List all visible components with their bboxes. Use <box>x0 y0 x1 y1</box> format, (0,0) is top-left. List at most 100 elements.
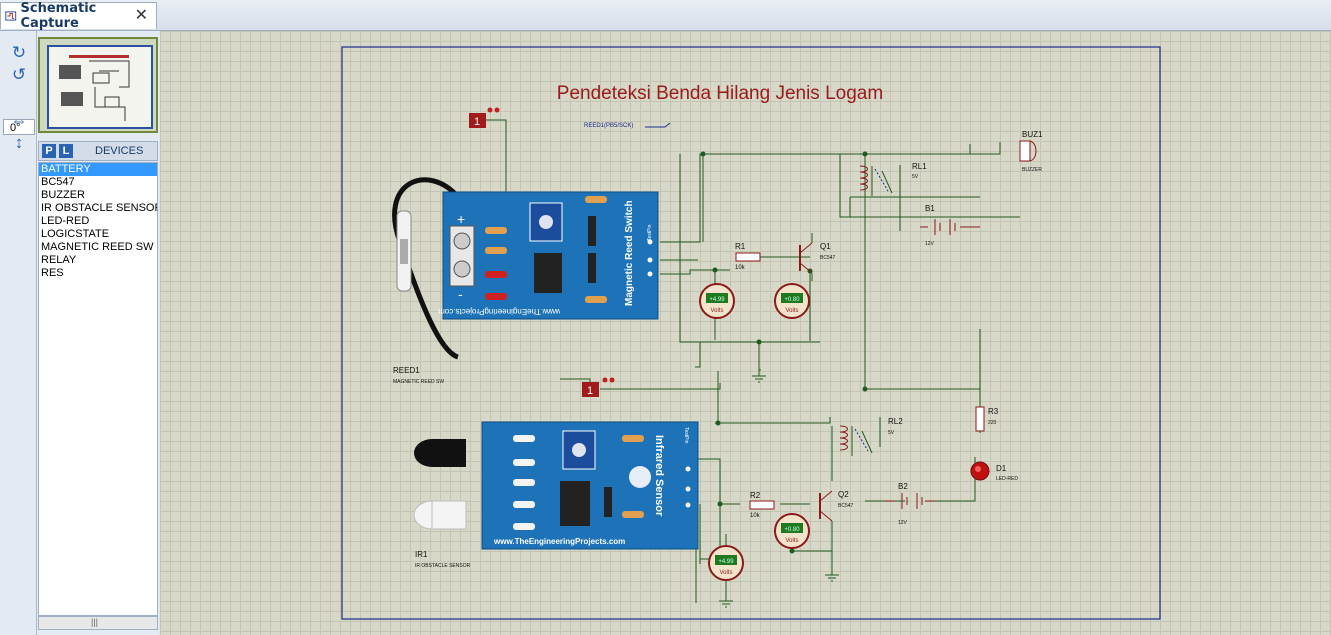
flip-vertical-icon[interactable]: ↕ <box>14 133 24 152</box>
relay-rl1[interactable] <box>859 165 901 196</box>
rotate-clockwise-icon[interactable]: ↻ <box>11 43 27 62</box>
devices-header: P L DEVICES <box>38 141 158 161</box>
ground-symbols <box>719 370 839 608</box>
wires <box>500 119 1020 603</box>
device-item[interactable]: LED-RED <box>41 215 90 227</box>
ir-type: IR OBSTACLE SENSOR <box>415 563 471 569</box>
terminal-label: REED1(PB5/SCK) <box>584 123 633 129</box>
schematic-drawing: Pendeteksi Benda Hilang Jenis Logam <box>341 46 1161 620</box>
flip-horizontal-icon[interactable]: ⇔ <box>10 111 28 130</box>
r3-label: R3 <box>988 407 999 416</box>
scrollbar-grip: ||| <box>91 617 99 627</box>
overview-thumbnail <box>59 55 130 121</box>
device-list: BATTERY BC547 BUZZER IR OBSTACLE SENSOR … <box>38 162 158 616</box>
side-panel: P L DEVICES BATTERY BC547 BUZZER IR OBST… <box>37 31 159 635</box>
device-item[interactable]: IR OBSTACLE SENSOR <box>41 202 157 214</box>
close-icon[interactable]: ✕ <box>134 7 148 24</box>
rotation-toolbar: ↻ ↺ 0° ⇔ ↕ <box>0 31 37 635</box>
q2-label: Q2 <box>838 490 849 499</box>
voltmeter-2-unit: Volts <box>785 308 798 314</box>
ir-test-pin: TestPin <box>683 427 689 444</box>
reed-switch-part[interactable] <box>392 177 460 360</box>
device-item[interactable]: MAGNETIC REED SW <box>41 241 154 253</box>
pick-devices-button[interactable]: P <box>42 144 56 158</box>
logic-state-1[interactable]: 1 <box>469 107 500 129</box>
r1-value: 10k <box>735 265 746 271</box>
board-minus: - <box>458 286 463 302</box>
voltmeter-2[interactable]: +0.80 Volts <box>774 283 810 319</box>
voltmeter-3-reading: +0.80 <box>784 527 800 533</box>
voltmeter-1-reading: +4.99 <box>709 297 725 303</box>
rl2-label: RL2 <box>888 417 903 426</box>
terminal-icon <box>645 122 671 128</box>
r2-value: 10k <box>750 513 761 519</box>
schematic-icon <box>5 11 17 21</box>
buz-type: BUZZER <box>1022 167 1042 173</box>
device-item[interactable]: BUZZER <box>41 189 85 201</box>
r2-label: R2 <box>750 491 761 500</box>
resistor-r2[interactable] <box>749 500 775 510</box>
b1-label: B1 <box>925 204 935 213</box>
device-item[interactable]: BATTERY <box>39 163 157 176</box>
reed-board-site: www.TheEngineeringProjects.com <box>438 307 561 316</box>
device-item[interactable]: RELAY <box>41 254 77 266</box>
voltmeter-4[interactable]: +4.99 Volts <box>708 545 744 581</box>
overview-sheet <box>47 45 153 129</box>
ir-ref: IR1 <box>415 550 428 559</box>
ir-led-emitters <box>413 439 467 530</box>
d1-label: D1 <box>996 464 1007 473</box>
voltmeter-3-unit: Volts <box>785 538 798 544</box>
devices-title: DEVICES <box>95 145 144 157</box>
d1-type: LED-RED <box>996 476 1018 482</box>
rotation-angle-field[interactable]: 0° <box>3 119 35 135</box>
ir-sensor-board[interactable]: Infrared Sensor TestPin www.TheEngineeri… <box>481 421 699 550</box>
schematic-canvas[interactable]: Pendeteksi Benda Hilang Jenis Logam <box>160 31 1331 635</box>
resistor-r3[interactable] <box>975 406 985 432</box>
b1-value: 12V <box>925 241 935 247</box>
rl1-value: 5V <box>912 174 919 180</box>
voltmeter-4-reading: +4.99 <box>718 559 734 565</box>
b2-label: B2 <box>898 482 908 491</box>
battery-b2[interactable] <box>885 493 935 509</box>
overview-window[interactable] <box>38 37 158 133</box>
rotate-anticlockwise-icon[interactable]: ↺ <box>11 65 27 84</box>
tab-label: Schematic Capture <box>20 1 97 31</box>
board-plus: + <box>457 211 465 227</box>
reed-board-title: Magnetic Reed Switch <box>624 200 635 306</box>
relay-rl2[interactable] <box>839 417 881 456</box>
voltmeter-4-unit: Volts <box>719 570 732 576</box>
b2-value: 12V <box>898 520 908 526</box>
resistor-r1[interactable] <box>735 252 761 262</box>
voltmeter-1-unit: Volts <box>710 308 723 314</box>
tab-bar: Schematic Capture ✕ <box>0 0 1331 31</box>
r1-label: R1 <box>735 242 746 251</box>
library-manager-button[interactable]: L <box>59 144 73 158</box>
led-d1[interactable] <box>970 461 990 481</box>
reed-test-pin: TestPin <box>647 224 653 241</box>
voltmeter-1[interactable]: +4.99 Volts <box>699 283 735 319</box>
tab-schematic-capture[interactable]: Schematic Capture ✕ <box>0 1 157 31</box>
logic-state-value: 1 <box>474 116 480 128</box>
voltmeter-3[interactable]: +0.80 Volts <box>774 513 810 549</box>
q2-type: BC547 <box>838 503 854 509</box>
ir-board-site: www.TheEngineeringProjects.com <box>493 537 625 546</box>
transistor-q1[interactable] <box>799 233 813 281</box>
schematic-title: Pendeteksi Benda Hilang Jenis Logam <box>557 83 883 104</box>
voltmeter-2-reading: +0.80 <box>784 297 800 303</box>
ir-board-title: Infrared Sensor <box>653 435 665 517</box>
buzzer-buz1[interactable] <box>1019 140 1037 162</box>
device-item[interactable]: LOGICSTATE <box>41 228 110 240</box>
logic-state-2[interactable]: 1 <box>582 377 615 398</box>
transistor-q2[interactable] <box>819 490 833 522</box>
sheet-border <box>341 46 1161 620</box>
r3-value: 220 <box>988 420 997 426</box>
reed-type: MAGNETIC REED SW <box>393 379 444 385</box>
device-item[interactable]: RES <box>41 267 64 279</box>
buz-label: BUZ1 <box>1022 130 1043 139</box>
device-item[interactable]: BC547 <box>41 176 75 188</box>
device-list-scrollbar[interactable]: ||| <box>38 616 158 630</box>
logic-state-value: 1 <box>587 385 593 397</box>
reed-switch-board[interactable]: + - Magnetic Reed Switch TestPin www.The… <box>438 191 659 320</box>
reed-ref: REED1 <box>393 366 420 375</box>
battery-b1[interactable] <box>920 219 980 235</box>
